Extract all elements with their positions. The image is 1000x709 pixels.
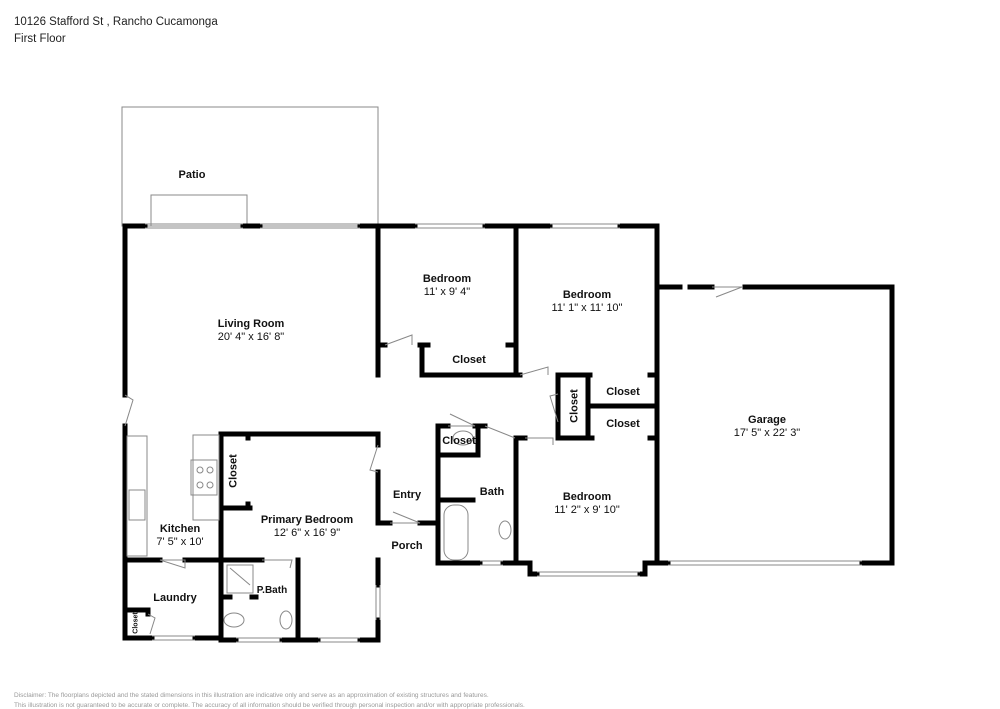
- room-name: Closet: [452, 354, 486, 366]
- room-closet-hall-vertical: Closet: [569, 389, 582, 423]
- room-name: Bedroom: [562, 289, 612, 301]
- room-closet-upper: Closet: [606, 386, 640, 399]
- room-porch: Porch: [391, 540, 422, 553]
- room-name: P.Bath: [256, 585, 288, 596]
- room-name: Bath: [479, 486, 505, 498]
- room-name: Closet: [568, 389, 581, 423]
- room-closet-bedroom1: Closet: [452, 354, 486, 367]
- room-pbath: P.Bath: [257, 584, 287, 597]
- room-name: Laundry: [153, 592, 197, 604]
- room-closet-lower: Closet: [606, 418, 640, 431]
- room-laundry: Laundry: [153, 592, 196, 605]
- room-dims: 12' 6" x 16' 9": [273, 527, 341, 539]
- room-name: Closet: [606, 386, 640, 398]
- room-closet-laundry: Closet: [130, 612, 143, 633]
- room-name: Living Room: [217, 318, 285, 330]
- room-living-room: Living Room 20' 4" x 16' 8": [218, 318, 285, 344]
- room-name: Primary Bedroom: [260, 514, 354, 526]
- room-bedroom-1: Bedroom 11' x 9' 4": [423, 273, 471, 299]
- room-dims: 20' 4" x 16' 8": [217, 331, 285, 343]
- address-title: 10126 Stafford St , Rancho Cucamonga: [14, 16, 218, 28]
- room-name: Closet: [442, 435, 476, 447]
- room-name: Porch: [391, 540, 423, 552]
- room-bedroom-3: Bedroom 11' 2" x 9' 10": [554, 491, 620, 517]
- room-name: Bedroom: [422, 273, 472, 285]
- walls: [122, 223, 895, 643]
- disclaimer-line-2: This illustration is not guaranteed to b…: [14, 702, 525, 709]
- room-primary-bedroom: Primary Bedroom 12' 6" x 16' 9": [261, 514, 353, 540]
- room-dims: 7' 5" x 10': [156, 536, 204, 548]
- room-name: Closet: [227, 454, 240, 488]
- room-dims: 11' 2" x 9' 10": [554, 504, 620, 516]
- patio-outline: [121, 106, 379, 227]
- room-kitchen: Kitchen 7' 5" x 10': [156, 523, 203, 549]
- room-name: Closet: [606, 418, 640, 430]
- room-dims: 17' 5" x 22' 3": [733, 427, 801, 439]
- patio-step: [150, 194, 248, 227]
- room-dims: 11' x 9' 4": [423, 286, 471, 298]
- room-entry: Entry: [393, 489, 421, 502]
- room-name: Entry: [392, 489, 422, 501]
- room-closet-bath: Closet: [442, 435, 476, 448]
- room-name: Patio: [178, 169, 206, 181]
- room-name: Kitchen: [159, 523, 201, 535]
- windows-doors: [124, 223, 862, 643]
- room-name: Closet: [132, 612, 140, 634]
- room-name: Garage: [748, 414, 786, 426]
- room-dims: 11' 1" x 11' 10": [551, 302, 623, 314]
- room-bath: Bath: [480, 486, 504, 499]
- room-closet-primary: Closet: [228, 454, 241, 488]
- floor-label: First Floor: [14, 33, 66, 45]
- room-bedroom-2: Bedroom 11' 1" x 11' 10": [552, 289, 623, 315]
- room-patio: Patio: [179, 169, 206, 182]
- room-garage: Garage 17' 5" x 22' 3": [734, 414, 800, 440]
- disclaimer-line-1: Disclaimer: The floorplans depicted and …: [14, 692, 489, 699]
- room-name: Bedroom: [562, 491, 612, 503]
